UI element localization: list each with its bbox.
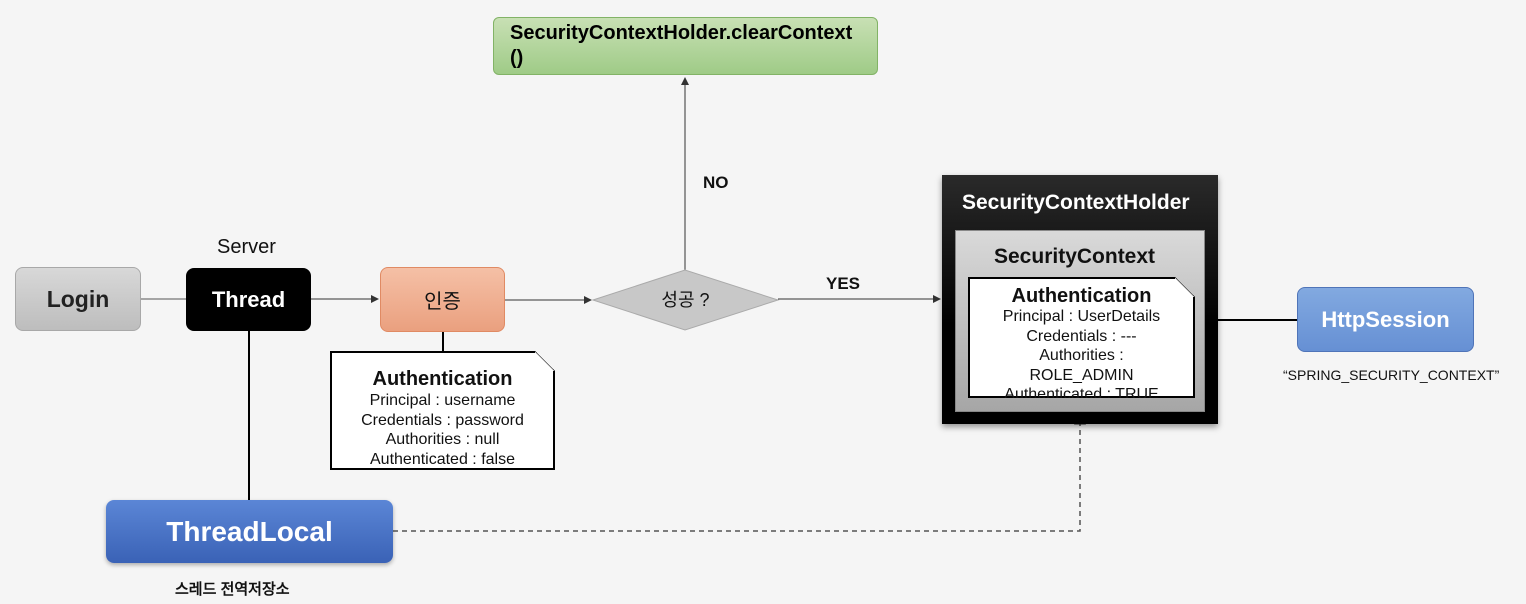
thread-box: Thread [186,268,311,331]
decision-diamond [591,269,780,331]
auth-note-title: Authentication [372,368,513,390]
context-auth-line: Credentials : --- [1026,327,1137,345]
context-auth-line: ROLE_ADMIN [1029,366,1134,384]
auth-note-line: Authorities : null [385,431,500,448]
thread-local-caption: 스레드 전역저장소 [175,581,290,598]
context-auth-line: Authorities : [1039,347,1124,364]
context-auth-title: Authentication [1011,285,1152,307]
auth-note-line: Authenticated : false [370,450,515,468]
yes-label: YES [826,274,861,293]
context-auth-line: Authenticated : TRUE [1004,386,1159,403]
thread-local-box: ThreadLocal [106,500,393,563]
server-label: Server [217,236,276,258]
context-auth-line: Principal : UserDetails [1002,308,1161,325]
auth-note-line: Principal : username [369,392,516,409]
no-label: NO [703,173,729,192]
security-context: SecurityContext Authentication Principal… [955,230,1205,412]
context-title: SecurityContext [994,245,1156,268]
http-session-caption: “SPRING_SECURITY_CONTEXT” [1283,367,1500,383]
dashed-threadlocal-context [393,412,1086,532]
http-session-box: HttpSession [1297,287,1474,352]
auth-note-line: Credentials : password [361,411,524,429]
auth-step-box: 인증 [380,267,505,332]
clear-context-box: SecurityContextHolder.clearContext() [493,17,878,75]
security-context-holder: SecurityContextHolder SecurityContext Au… [942,175,1218,424]
login-box: Login [15,267,141,331]
holder-title: SecurityContextHolder [962,191,1190,214]
context-auth-note: Authentication Principal : UserDetails C… [968,277,1195,398]
decision-label: 성공 ? [661,290,710,310]
auth-note: Authentication Principal : username Cred… [330,351,555,470]
